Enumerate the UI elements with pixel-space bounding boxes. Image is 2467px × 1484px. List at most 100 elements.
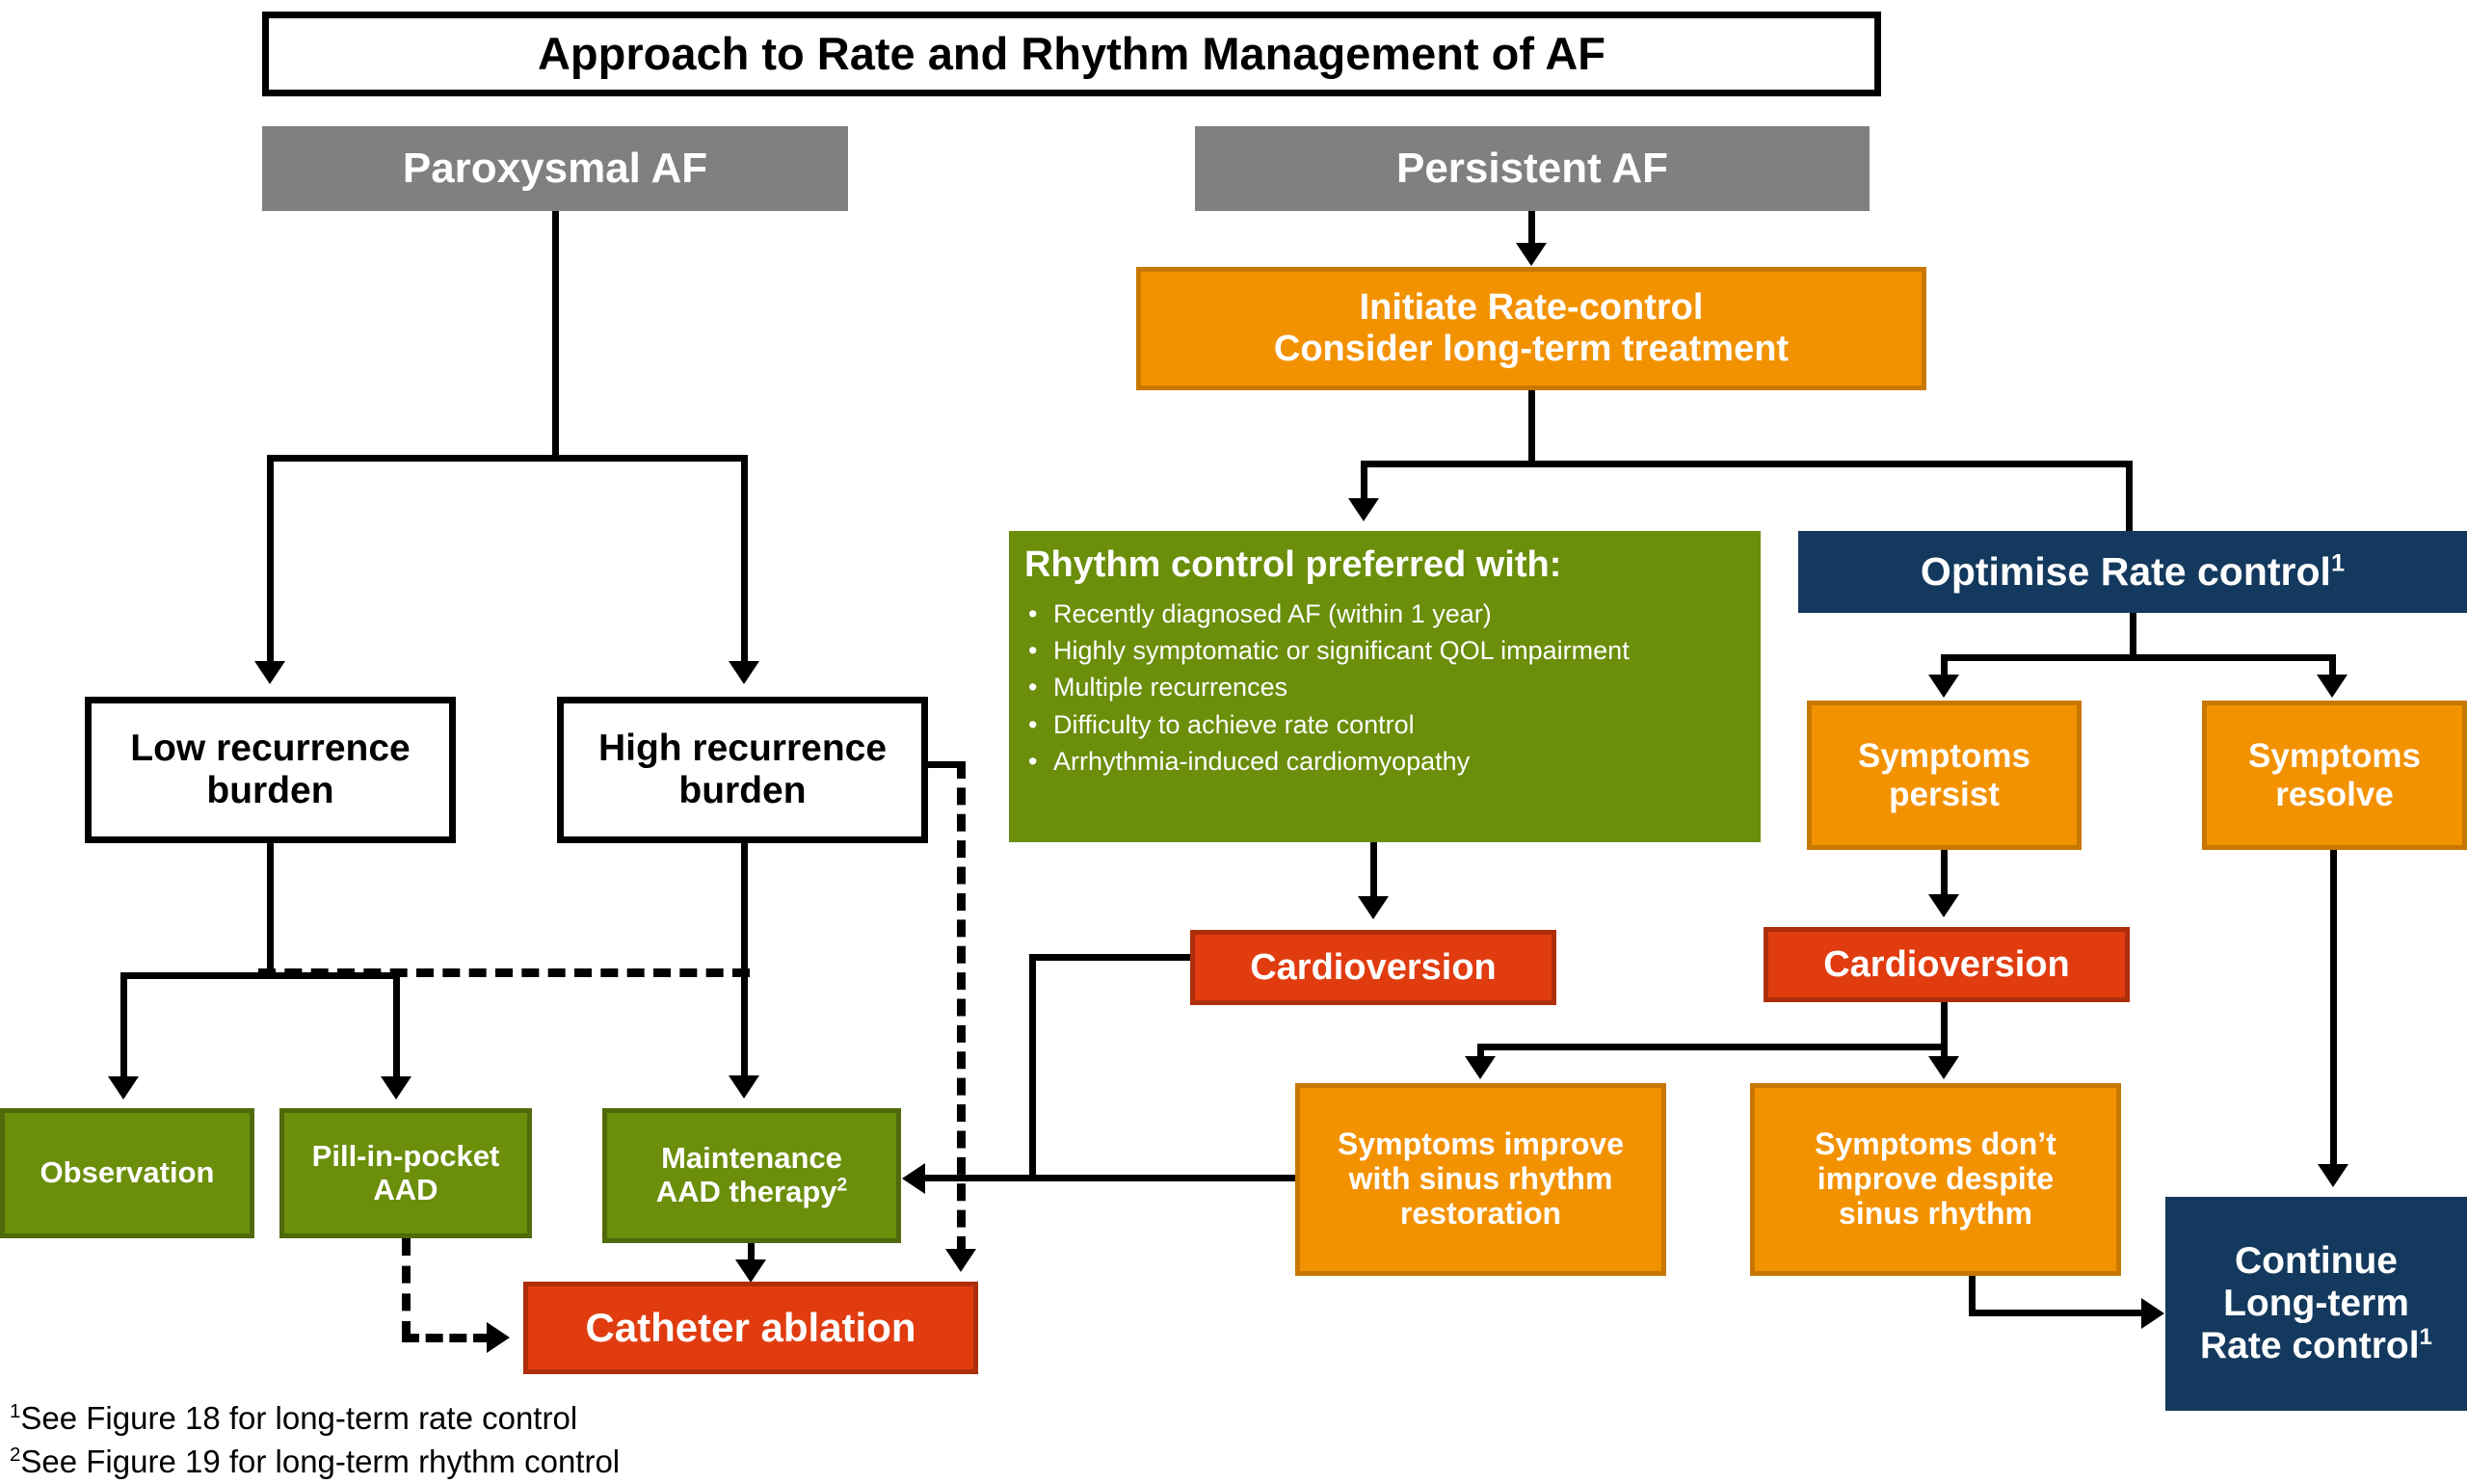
node-symptoms-resolve: Symptoms resolve (2202, 701, 2467, 850)
connector-optimise-to-symptoms-persist (1941, 654, 1948, 677)
symptoms-improve-line-3: restoration (1399, 1195, 1562, 1231)
connector-paroxysmal-to-low-burden (267, 455, 274, 663)
pill-in-pocket-line-2: AAD (373, 1172, 438, 1206)
arrowhead-symptoms-resolve-to-continue (2318, 1164, 2348, 1187)
pill-in-pocket-line-1: Pill-in-pocket (311, 1138, 500, 1173)
connector-initiate-split-bus (1361, 461, 2133, 467)
arrowhead-high-burden-to-maintenance (729, 1075, 759, 1099)
rhythm-control-bullet-list: Recently diagnosed AF (within 1 year) Hi… (1024, 596, 1745, 781)
symptoms-persist-line-1: Symptoms (1858, 737, 2030, 776)
maintenance-aad-line-1: Maintenance (661, 1141, 842, 1176)
optimise-rate-control-superscript: 1 (2330, 548, 2346, 576)
connector-dont-improve-to-continue (1969, 1310, 2144, 1316)
node-cardioversion-rate-branch: Cardioversion (1764, 927, 2130, 1002)
heading-persistent-af-label: Persistent AF (1395, 145, 1668, 193)
observation-label: Observation (40, 1155, 215, 1190)
symptoms-dont-improve-line-1: Symptoms don’t (1815, 1126, 2056, 1162)
heading-paroxysmal-af: Paroxysmal AF (262, 126, 848, 211)
maintenance-aad-line-2-text: AAD therapy (655, 1175, 837, 1208)
connector-cardioversion-rhythm-elbow-left (1029, 954, 1193, 961)
dashed-connector-low-burden-to-maintenance-column (258, 968, 750, 977)
arrowhead-low-burden-to-observation (108, 1076, 139, 1100)
symptoms-dont-improve-line-3: sinus rhythm (1839, 1195, 2032, 1231)
symptoms-resolve-line-2: resolve (2275, 775, 2394, 813)
rhythm-control-heading: Rhythm control preferred with: (1024, 544, 1562, 585)
arrowhead-initiate-to-rhythm-control (1348, 498, 1379, 521)
node-symptoms-dont-improve-sinus: Symptoms don’t improve despite sinus rhy… (1750, 1083, 2121, 1276)
rhythm-control-bullet: Recently diagnosed AF (within 1 year) (1024, 596, 1745, 632)
dashed-connector-pill-in-pocket-to-catheter-ablation (402, 1334, 491, 1342)
arrowhead-to-symptoms-improve (1465, 1056, 1496, 1079)
catheter-ablation-label: Catheter ablation (585, 1305, 916, 1351)
node-symptoms-persist: Symptoms persist (1807, 701, 2082, 850)
high-recurrence-line-2: burden (678, 770, 807, 811)
connector-low-burden-down (267, 843, 274, 977)
low-recurrence-line-2: burden (206, 770, 334, 811)
node-cardioversion-rhythm-branch: Cardioversion (1190, 930, 1556, 1005)
connector-rhythm-control-to-cardioversion (1370, 842, 1377, 898)
footnote-1: 1See Figure 18 for long-term rate contro… (10, 1400, 577, 1437)
node-low-recurrence-burden: Low recurrence burden (85, 697, 456, 843)
arrowhead-rhythm-control-to-cardioversion (1358, 896, 1389, 919)
connector-cardioversion-rate-down (1941, 1002, 1948, 1047)
node-observation: Observation (0, 1108, 254, 1238)
maintenance-aad-line-2: AAD therapy2 (607, 1175, 896, 1209)
arrowhead-optimise-to-symptoms-resolve (2317, 675, 2348, 698)
arrowhead-paroxysmal-to-high-burden (729, 661, 759, 684)
connector-initiate-down (1528, 390, 1535, 464)
node-continue-longterm-rate-control: Continue Long-term Rate control1 (2165, 1197, 2467, 1411)
low-recurrence-line-1: Low recurrence (130, 728, 411, 770)
arrowhead-low-burden-to-pill-in-pocket (381, 1076, 411, 1100)
connector-optimise-split-bus (1941, 654, 2336, 661)
connector-symptoms-improve-to-maintenance (925, 1175, 1299, 1181)
figure-title-box: Approach to Rate and Rhythm Management o… (262, 12, 1881, 96)
node-rhythm-control-preferred: Rhythm control preferred with: Recently … (1009, 531, 1761, 842)
symptoms-persist-line-2: persist (1889, 775, 2000, 813)
connector-high-burden-to-maintenance (741, 843, 748, 1077)
arrowhead-symptoms-persist-to-cardioversion (1928, 894, 1959, 917)
continue-longterm-line-2: Long-term (2223, 1283, 2409, 1325)
continue-longterm-line-1: Continue (2235, 1240, 2398, 1283)
connector-to-symptoms-improve (1477, 1044, 1484, 1059)
continue-longterm-line-3-text: Rate control (2200, 1324, 2420, 1366)
footnote-1-text: See Figure 18 for long-term rate control (20, 1400, 578, 1436)
connector-low-burden-to-observation (120, 972, 127, 1078)
footnote-1-marker: 1 (10, 1400, 21, 1422)
connector-maintenance-to-catheter-ablation (748, 1243, 755, 1264)
heading-paroxysmal-af-label: Paroxysmal AF (402, 145, 708, 193)
rhythm-control-bullet: Difficulty to achieve rate control (1024, 706, 1745, 743)
arrowhead-maintenance-to-catheter-ablation (735, 1259, 766, 1283)
symptoms-resolve-line-1: Symptoms (2248, 737, 2421, 776)
connector-high-burden-right-stub (921, 761, 962, 768)
continue-longterm-superscript: 1 (2419, 1323, 2432, 1350)
connector-persistent-to-initiate (1528, 211, 1535, 246)
connector-initiate-to-rhythm-control (1361, 461, 1367, 501)
rhythm-control-bullet: Multiple recurrences (1024, 669, 1745, 705)
node-pill-in-pocket-aad: Pill-in-pocket AAD (279, 1108, 532, 1238)
connector-initiate-to-optimise (2126, 461, 2133, 531)
rhythm-control-bullet: Highly symptomatic or significant QOL im… (1024, 632, 1745, 669)
symptoms-improve-line-2: with sinus rhythm (1348, 1161, 1613, 1197)
dashed-connector-pill-in-pocket-down (402, 1238, 411, 1338)
connector-paroxysmal-down (552, 211, 559, 462)
optimise-rate-control-text: Optimise Rate control (1920, 548, 2331, 594)
connector-symptoms-persist-to-cardioversion (1941, 850, 1948, 896)
connector-cardioversion-rhythm-elbow-down (1029, 954, 1036, 1181)
node-optimise-rate-control: Optimise Rate control1 (1798, 531, 2467, 613)
arrowhead-to-maintenance-aad (902, 1163, 925, 1194)
node-symptoms-improve-sinus: Symptoms improve with sinus rhythm resto… (1295, 1083, 1666, 1276)
connector-cardioversion-rate-split-bus (1477, 1044, 1948, 1050)
heading-persistent-af: Persistent AF (1195, 126, 1870, 211)
arrowhead-dont-improve-to-continue (2141, 1298, 2164, 1329)
continue-longterm-line-3: Rate control1 (2165, 1325, 2467, 1367)
connector-optimise-down (2130, 613, 2136, 657)
arrowhead-dashed-high-burden-to-catheter-ablation (945, 1249, 976, 1272)
initiate-line-2: Consider long-term treatment (1273, 329, 1790, 369)
initiate-line-1: Initiate Rate-control (1359, 287, 1704, 329)
arrowhead-optimise-to-symptoms-persist (1928, 675, 1959, 698)
connector-paroxysmal-to-high-burden (741, 455, 748, 663)
node-initiate-rate-control: Initiate Rate-control Consider long-term… (1136, 267, 1926, 390)
arrowhead-paroxysmal-to-low-burden (254, 661, 285, 684)
high-recurrence-line-1: High recurrence (597, 728, 888, 770)
